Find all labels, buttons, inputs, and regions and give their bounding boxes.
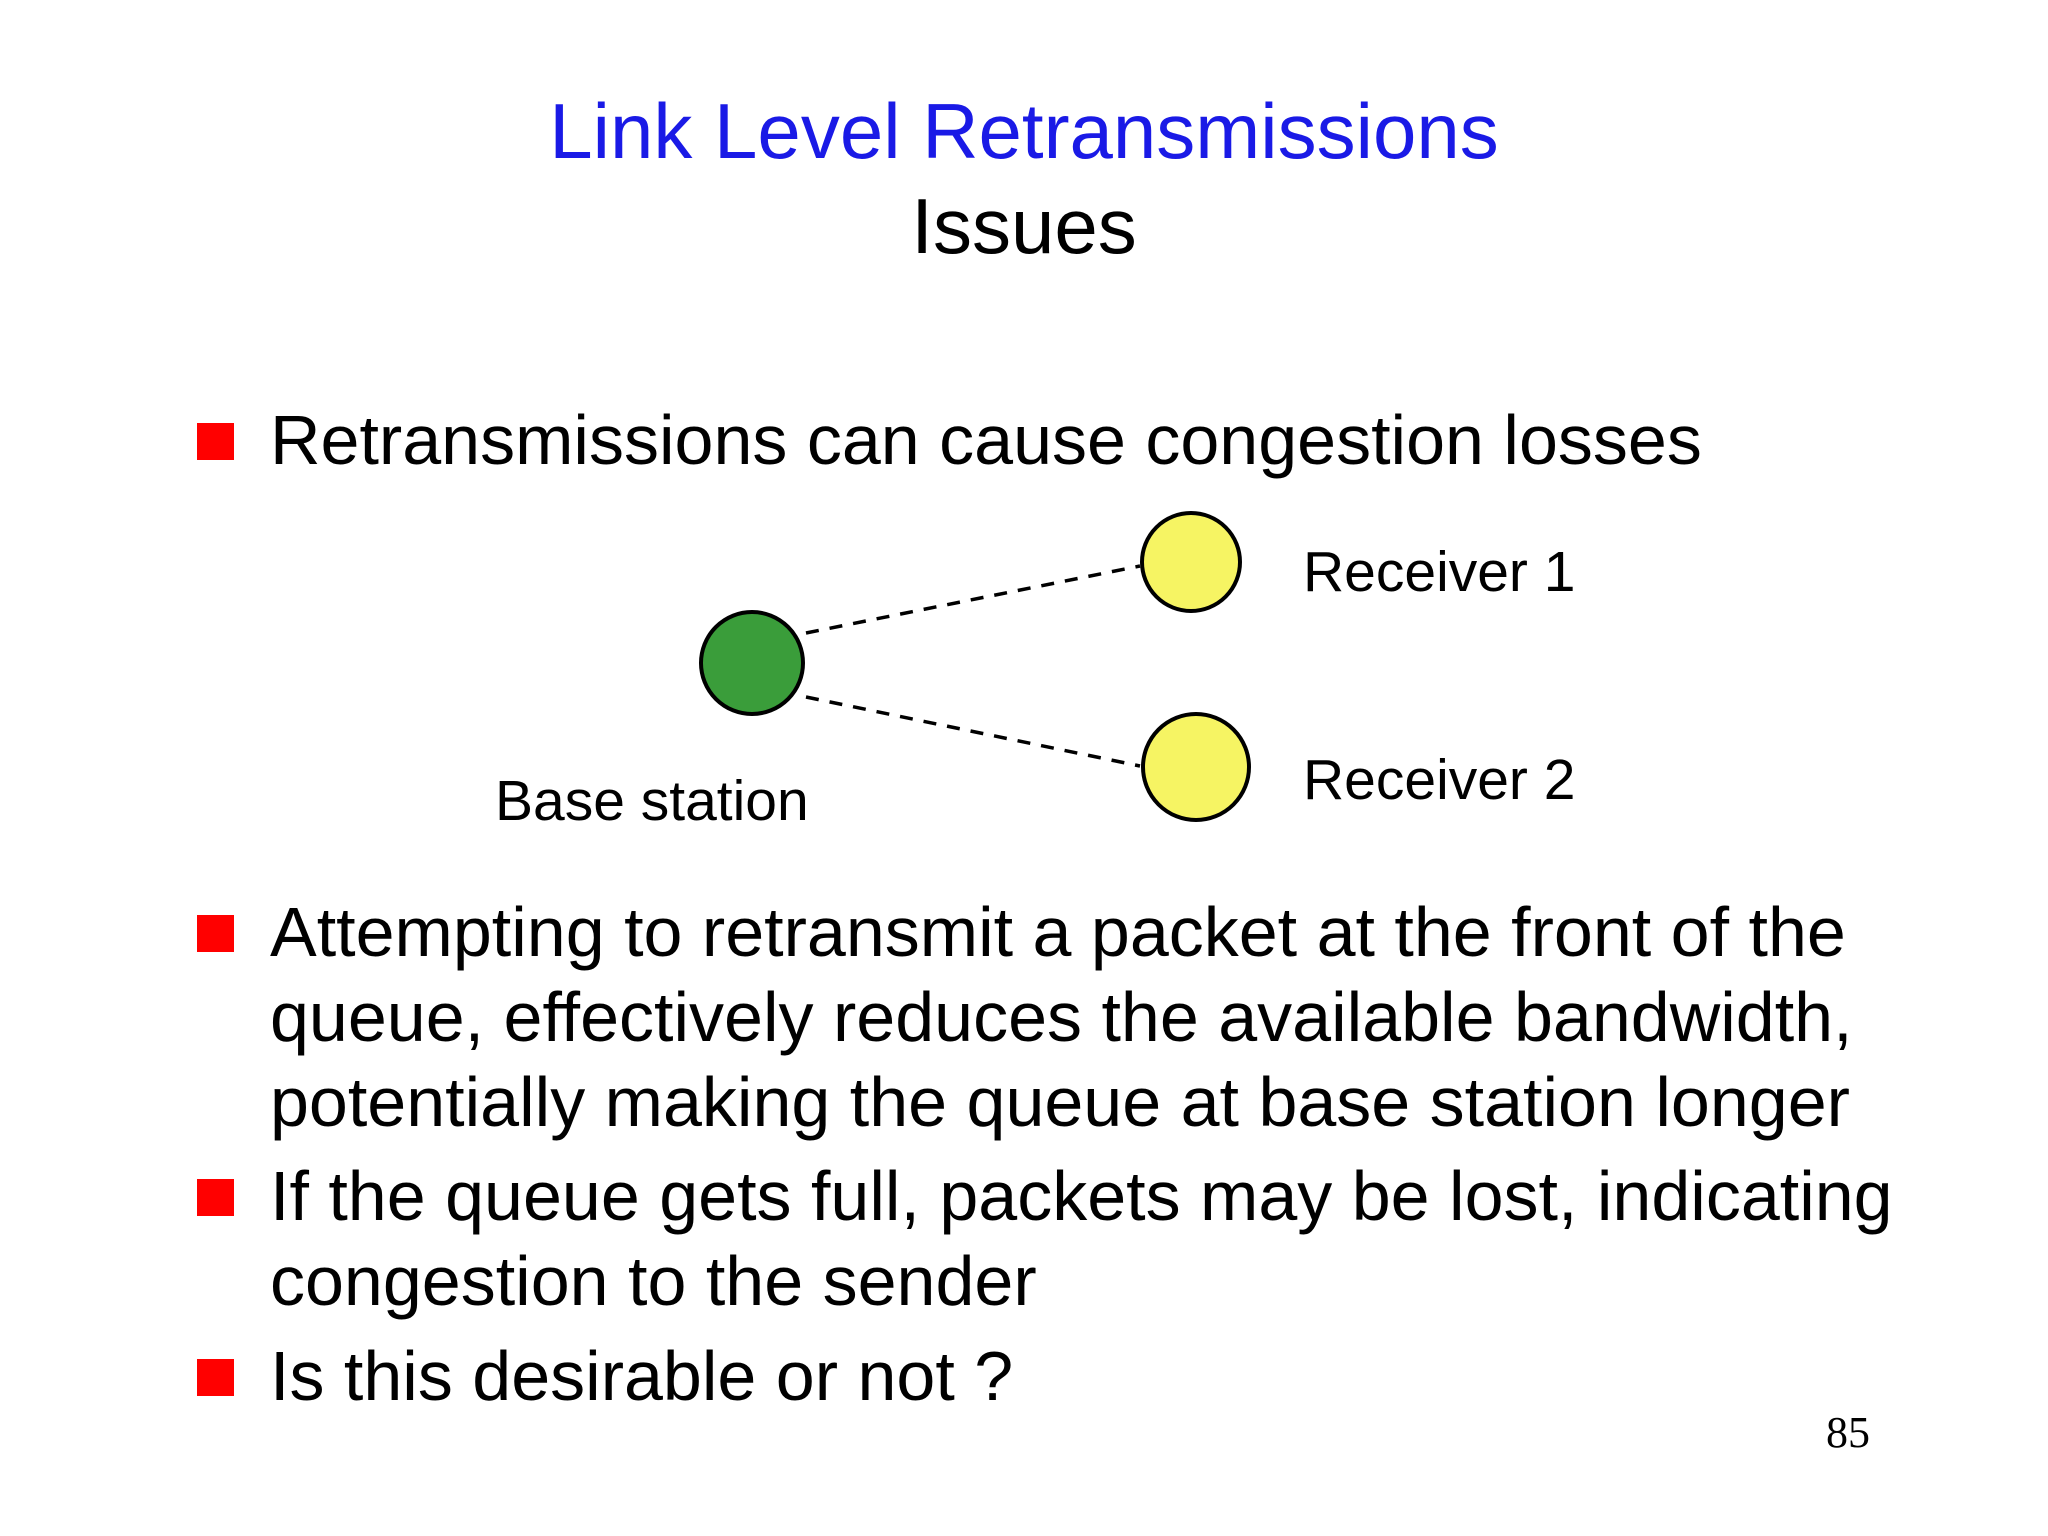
bullet-marker [197,423,234,460]
bullet-marker [197,915,234,952]
bullet-text: Attempting to retransmit a packet at the… [270,893,1853,1141]
bullet-text: Is this desirable or not ? [270,1337,1014,1415]
title-line-1: Link Level Retransmissions [549,87,1499,175]
bullet-text: Retransmissions can cause congestion los… [270,401,1702,479]
link-to-receiver2-line [805,695,1141,768]
page-number: 85 [1826,1408,1870,1457]
base-station-node [699,610,805,716]
bullet-text: If the queue gets full, packets may be l… [270,1157,1893,1320]
receiver1-node [1140,511,1242,613]
bullet-marker [197,1359,234,1396]
slide-title: Link Level Retransmissions Issues [0,84,2048,274]
receiver2-node [1141,712,1251,822]
bullet-marker [197,1179,234,1216]
base-station-label: Base station [495,769,809,833]
link-to-receiver1-line [805,564,1141,635]
receiver1-label: Receiver 1 [1303,540,1576,604]
title-line-2: Issues [911,182,1137,270]
receiver2-label: Receiver 2 [1303,748,1576,812]
